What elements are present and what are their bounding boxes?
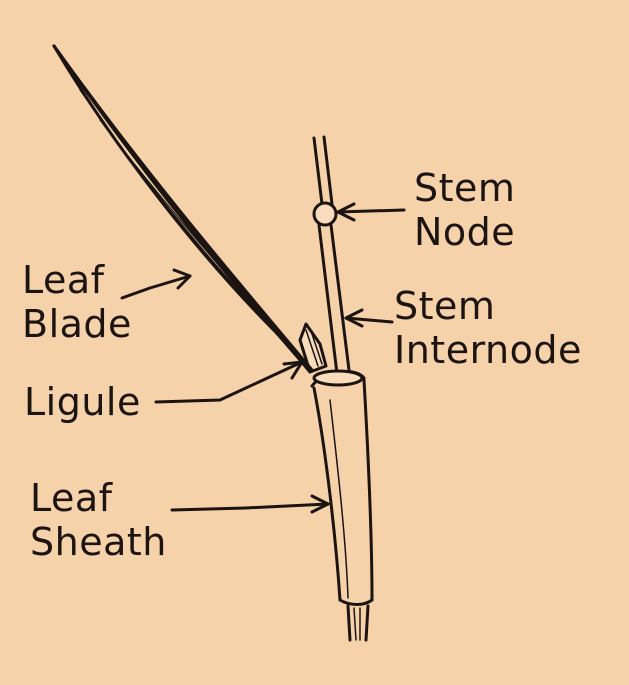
label-leaf-blade-line1: Leaf bbox=[22, 258, 105, 302]
stem-internode bbox=[317, 223, 352, 384]
label-ligule-text: Ligule bbox=[24, 380, 141, 424]
label-leaf-sheath: Leaf Sheath bbox=[30, 476, 167, 564]
stem-upper bbox=[312, 135, 334, 206]
label-stem-node-line1: Stem bbox=[414, 166, 516, 210]
stem-node bbox=[312, 201, 338, 227]
leaf-sheath bbox=[310, 369, 374, 642]
label-stem-internode: Stem Internode bbox=[394, 284, 582, 372]
leader-stem-internode bbox=[344, 308, 394, 328]
label-leaf-sheath-line1: Leaf bbox=[30, 476, 113, 520]
label-stem-internode-line1: Stem bbox=[394, 284, 496, 328]
leader-leaf-blade bbox=[120, 268, 192, 300]
leaf-blade bbox=[52, 44, 314, 374]
label-stem-node: Stem Node bbox=[414, 166, 515, 254]
label-leaf-sheath-line2: Sheath bbox=[30, 520, 167, 564]
leader-leaf-sheath bbox=[170, 494, 330, 514]
label-stem-node-line2: Node bbox=[414, 210, 516, 254]
leader-stem-node bbox=[336, 202, 406, 222]
label-leaf-blade: Leaf Blade bbox=[22, 258, 132, 346]
ligule bbox=[298, 322, 328, 374]
leader-ligule bbox=[154, 360, 304, 404]
label-leaf-blade-line2: Blade bbox=[22, 302, 132, 346]
label-stem-internode-line2: Internode bbox=[394, 328, 582, 372]
label-ligule: Ligule bbox=[24, 380, 141, 424]
